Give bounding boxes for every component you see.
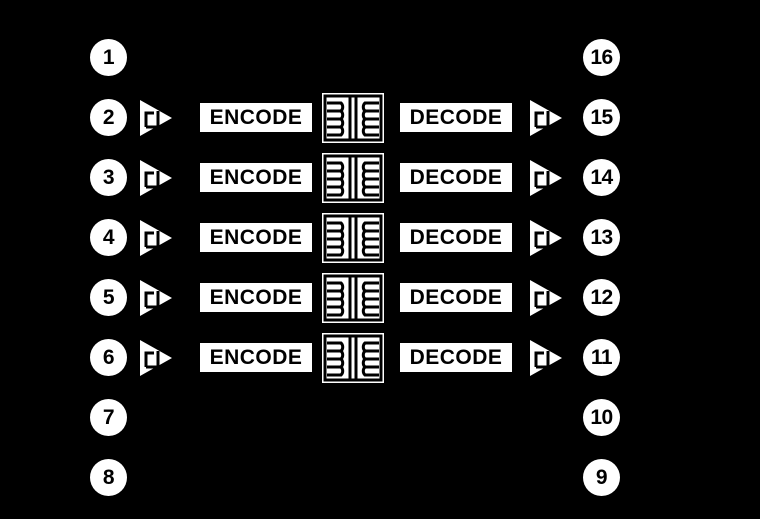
pin-number-left-7: 7 <box>90 399 127 436</box>
output-schmitt-buffer-icon-ch2 <box>528 158 564 198</box>
input-schmitt-buffer-icon-ch2 <box>138 158 174 198</box>
output-schmitt-buffer-icon-ch4 <box>528 278 564 318</box>
output-schmitt-buffer-icon-ch5 <box>528 338 564 378</box>
encode-block-ch3: ENCODE <box>200 223 312 252</box>
pin-number-right-15: 15 <box>583 99 620 136</box>
input-schmitt-buffer-icon-ch4 <box>138 278 174 318</box>
encode-block-ch4: ENCODE <box>200 283 312 312</box>
pin-number-left-1: 1 <box>90 39 127 76</box>
pin-number-left-8: 8 <box>90 459 127 496</box>
pin-number-right-16: 16 <box>583 39 620 76</box>
encode-block-ch5: ENCODE <box>200 343 312 372</box>
pin-number-right-12: 12 <box>583 279 620 316</box>
input-schmitt-buffer-icon-ch5 <box>138 338 174 378</box>
pin-number-right-13: 13 <box>583 219 620 256</box>
input-schmitt-buffer-icon-ch1 <box>138 98 174 138</box>
pin-number-right-10: 10 <box>583 399 620 436</box>
pin-number-left-4: 4 <box>90 219 127 256</box>
output-schmitt-buffer-icon-ch1 <box>528 98 564 138</box>
pin-number-right-14: 14 <box>583 159 620 196</box>
pin-number-right-11: 11 <box>583 339 620 376</box>
decode-block-ch1: DECODE <box>400 103 512 132</box>
encode-block-ch1: ENCODE <box>200 103 312 132</box>
input-schmitt-buffer-icon-ch3 <box>138 218 174 258</box>
output-schmitt-buffer-icon-ch3 <box>528 218 564 258</box>
decode-block-ch2: DECODE <box>400 163 512 192</box>
decode-block-ch3: DECODE <box>400 223 512 252</box>
decode-block-ch5: DECODE <box>400 343 512 372</box>
pin-number-left-6: 6 <box>90 339 127 376</box>
decode-block-ch4: DECODE <box>400 283 512 312</box>
isolation-transformer-icon-ch1 <box>322 93 384 143</box>
isolation-transformer-icon-ch3 <box>322 213 384 263</box>
isolation-transformer-icon-ch5 <box>322 333 384 383</box>
pin-number-left-3: 3 <box>90 159 127 196</box>
isolation-transformer-icon-ch2 <box>322 153 384 203</box>
pin-number-left-5: 5 <box>90 279 127 316</box>
isolation-transformer-icon-ch4 <box>322 273 384 323</box>
encode-block-ch2: ENCODE <box>200 163 312 192</box>
pin-number-right-9: 9 <box>583 459 620 496</box>
pin-number-left-2: 2 <box>90 99 127 136</box>
